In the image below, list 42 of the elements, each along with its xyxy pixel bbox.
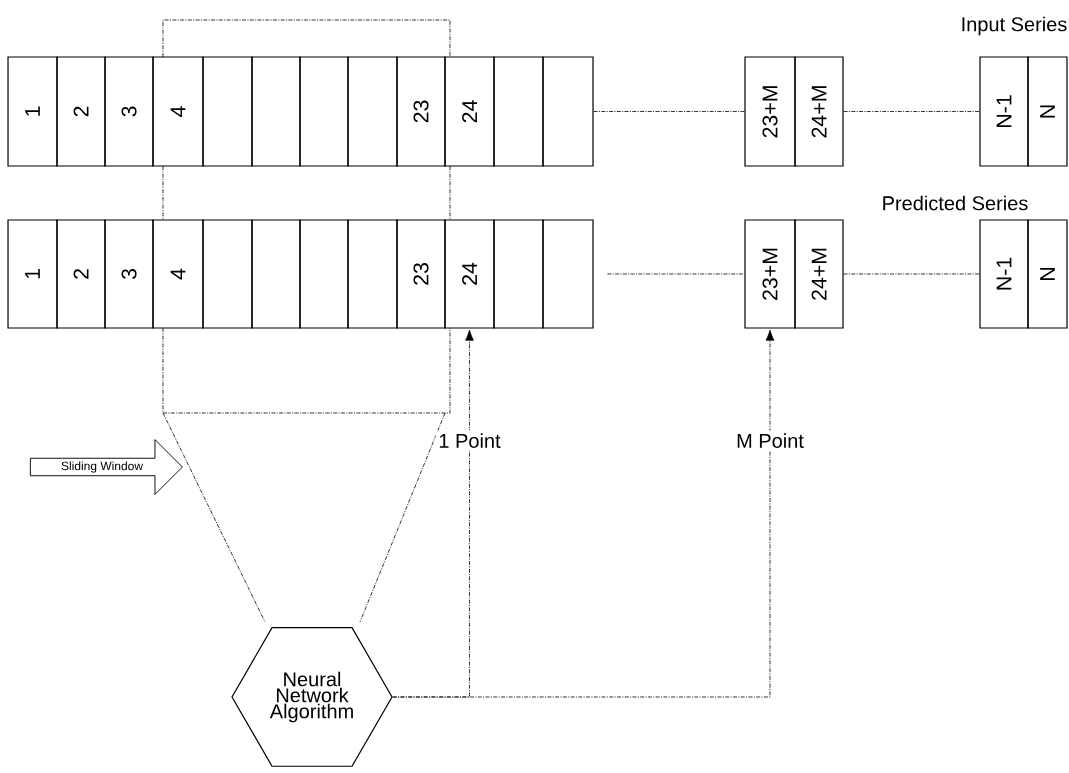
series-cell: 23+M — [744, 56, 796, 167]
connector — [392, 329, 775, 698]
empty-cell — [202, 219, 253, 329]
series-title: Input Series — [962, 16, 1067, 36]
empty-cell — [347, 56, 398, 167]
empty-cell — [347, 219, 398, 329]
empty-cell — [542, 219, 594, 329]
series-cell: N — [1027, 56, 1068, 167]
series-cell: 2 — [56, 56, 106, 167]
connector — [593, 111, 745, 112]
series-cell: 4 — [152, 219, 204, 329]
series-cell: 24 — [444, 56, 495, 167]
series-cell: 24 — [444, 219, 495, 329]
series-cell: N-1 — [979, 219, 1029, 329]
empty-cell — [299, 219, 349, 329]
edge-label: M Point — [733, 430, 807, 451]
series-cell: N-1 — [979, 56, 1029, 167]
empty-cell — [493, 219, 544, 329]
series-cell: 4 — [152, 56, 204, 167]
hexagon: Neural Network Algorithm — [231, 627, 393, 767]
series-title: Predicted Series — [883, 195, 1028, 211]
series-cell: 24+M — [794, 219, 844, 329]
empty-cell — [299, 56, 349, 167]
series-cell: 23 — [396, 219, 446, 329]
series-cell: 3 — [104, 219, 154, 329]
connector — [607, 273, 745, 275]
series-cell: 1 — [7, 56, 58, 167]
series-cell: 2 — [56, 219, 106, 329]
series-cell: 23 — [396, 56, 446, 167]
empty-cell — [251, 219, 301, 329]
empty-cell — [251, 56, 301, 167]
connector — [843, 111, 980, 112]
empty-cell — [542, 56, 594, 167]
series-cell: 24+M — [794, 56, 844, 167]
empty-cell — [493, 56, 544, 167]
edge-label: 1 Point — [435, 430, 504, 451]
empty-cell — [202, 56, 253, 167]
series-cell: 3 — [104, 56, 154, 167]
connector — [843, 273, 980, 275]
series-cell: 23+M — [744, 219, 796, 329]
series-cell: N — [1027, 219, 1068, 329]
series-cell: 1 — [7, 219, 58, 329]
